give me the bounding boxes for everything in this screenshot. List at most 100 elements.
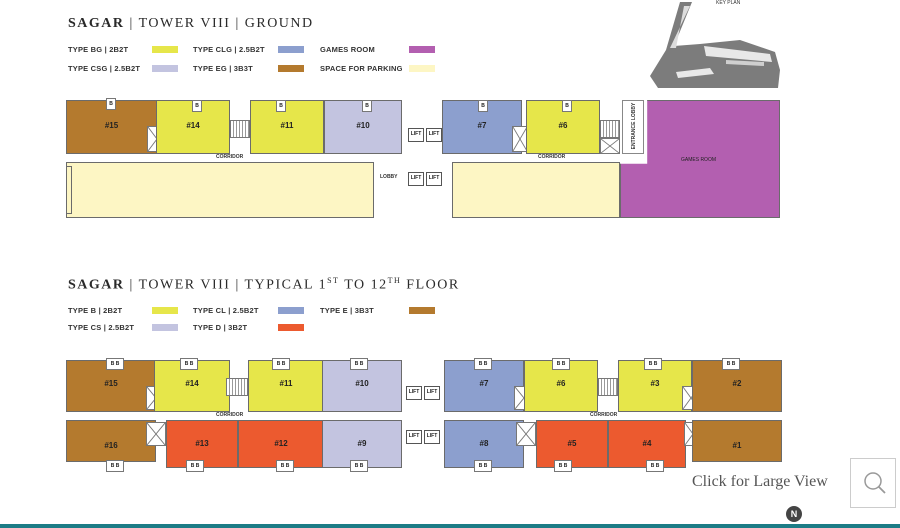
- lift: LIFT: [424, 430, 440, 444]
- legend-label: TYPE B | 2B2T: [68, 306, 123, 315]
- unit-6[interactable]: #6: [526, 100, 600, 154]
- legend-label: TYPE BG | 2B2T: [68, 45, 129, 54]
- typical-floor-title: SAGAR | TOWER VIII | TYPICAL 1ST TO 12TH…: [68, 276, 460, 293]
- north-compass-icon: N: [786, 506, 802, 522]
- bottom-border: [0, 524, 900, 528]
- balcony-tag: B B: [276, 460, 294, 472]
- legend-swatch-lavender: [152, 324, 178, 331]
- legend-label: SPACE FOR PARKING: [320, 64, 403, 73]
- balcony-tag: B B: [186, 460, 204, 472]
- duct-shaft: [516, 422, 536, 446]
- balcony-tag: B B: [180, 358, 198, 370]
- magnifier-icon: [864, 472, 886, 494]
- legend-label: TYPE E | 3B3T: [320, 306, 374, 315]
- unit-label: #15: [104, 379, 118, 388]
- unit-label: #11: [279, 379, 293, 388]
- unit-label: #5: [567, 439, 577, 448]
- legend-swatch-purple: [409, 46, 435, 53]
- lift: LIFT: [424, 386, 440, 400]
- legend-swatch-yellow: [152, 46, 178, 53]
- unit-label: #10: [355, 379, 369, 388]
- balcony-tag: B B: [722, 358, 740, 370]
- key-plan: KEY PLAN: [640, 0, 790, 92]
- unit-label: #4: [642, 439, 652, 448]
- unit-1[interactable]: #1: [692, 420, 782, 462]
- parking-area-right[interactable]: [452, 162, 620, 218]
- legend-label: TYPE D | 3B2T: [193, 323, 248, 332]
- lift: LIFT: [408, 128, 424, 142]
- balcony-tag: B B: [106, 358, 124, 370]
- ground-floor-plan: #15 B #14 B #11 B #10 B LIFT LIFT #7 B #…: [66, 98, 782, 220]
- unit-label: #9: [357, 439, 367, 448]
- unit-label: #12: [274, 439, 288, 448]
- legend-label: TYPE CLG | 2.5B2T: [193, 45, 265, 54]
- balcony-tag: B B: [350, 460, 368, 472]
- unit-label: #6: [558, 121, 568, 130]
- legend-label: TYPE CS | 2.5B2T: [68, 323, 135, 332]
- unit-label: #11: [280, 121, 294, 130]
- unit-label: #7: [477, 121, 487, 130]
- lift: LIFT: [406, 386, 422, 400]
- key-plan-map-icon: [650, 2, 780, 88]
- balcony-tag: B: [192, 100, 202, 112]
- legend-swatch-brown: [278, 65, 304, 72]
- unit-5[interactable]: #5: [536, 420, 608, 468]
- balcony-tag: B: [562, 100, 572, 112]
- balcony-tag: B B: [552, 358, 570, 370]
- large-view-text[interactable]: Click for Large View: [692, 473, 828, 490]
- legend-swatch-orange: [278, 324, 304, 331]
- legend-swatch-brown: [409, 307, 435, 314]
- balcony-tag: B: [362, 100, 372, 112]
- balcony-tag: B B: [106, 460, 124, 472]
- unit-11[interactable]: #11: [250, 100, 324, 154]
- unit-label: #7: [479, 379, 489, 388]
- lift: LIFT: [406, 430, 422, 444]
- unit-label: #13: [195, 439, 209, 448]
- legend-label: GAMES ROOM: [320, 45, 375, 54]
- unit-10[interactable]: #10: [322, 360, 402, 412]
- staircase: [230, 120, 250, 138]
- staircase: [600, 120, 620, 138]
- lift: LIFT: [408, 172, 424, 186]
- balcony-tag: B B: [644, 358, 662, 370]
- lobby-label: LOBBY: [380, 174, 398, 180]
- ground-floor-title: SAGAR | TOWER VIII | GROUND: [68, 16, 314, 31]
- games-room-label: GAMES ROOM: [681, 157, 717, 163]
- key-plan-label: KEY PLAN: [716, 0, 741, 6]
- lift: LIFT: [426, 172, 442, 186]
- entrance-lobby-label: ENTRANCE LOBBY: [631, 102, 637, 150]
- north-label: N: [790, 509, 798, 519]
- parking-area-left[interactable]: [66, 162, 374, 218]
- legend-swatch-blue: [278, 307, 304, 314]
- large-view-button[interactable]: [850, 458, 896, 508]
- unit-label: #16: [104, 441, 118, 450]
- corridor-label: CORRIDOR: [216, 412, 244, 418]
- unit-16[interactable]: #16: [66, 420, 156, 462]
- balcony-tag: B B: [474, 358, 492, 370]
- unit-label: #6: [556, 379, 566, 388]
- legend-swatch-blue: [278, 46, 304, 53]
- balcony-tag: B: [276, 100, 286, 112]
- legend-label: TYPE EG | 3B3T: [193, 64, 253, 73]
- unit-label: #10: [356, 121, 370, 130]
- games-room[interactable]: GAMES ROOM: [620, 100, 780, 218]
- typical-floor-plan: #15 B B #14 B B #11 B B #10 B B LIFT LIF…: [66, 356, 782, 474]
- duct-shaft: [146, 422, 166, 446]
- balcony-tag: B B: [350, 358, 368, 370]
- parking-area-left-notch: [66, 166, 72, 214]
- duct-shaft: [600, 138, 620, 154]
- legend-swatch-lavender: [152, 65, 178, 72]
- unit-label: #14: [185, 379, 199, 388]
- unit-label: #3: [650, 379, 660, 388]
- staircase: [598, 378, 618, 396]
- legend-label: TYPE CL | 2.5B2T: [193, 306, 259, 315]
- balcony-tag: B B: [272, 358, 290, 370]
- unit-label: #2: [732, 379, 742, 388]
- lift: LIFT: [426, 128, 442, 142]
- balcony-tag: B B: [554, 460, 572, 472]
- corridor-label: CORRIDOR: [216, 154, 244, 160]
- corridor-label: CORRIDOR: [590, 412, 618, 418]
- legend-label: TYPE CSG | 2.5B2T: [68, 64, 141, 73]
- legend-swatch-yellow: [152, 307, 178, 314]
- staircase: [226, 378, 248, 396]
